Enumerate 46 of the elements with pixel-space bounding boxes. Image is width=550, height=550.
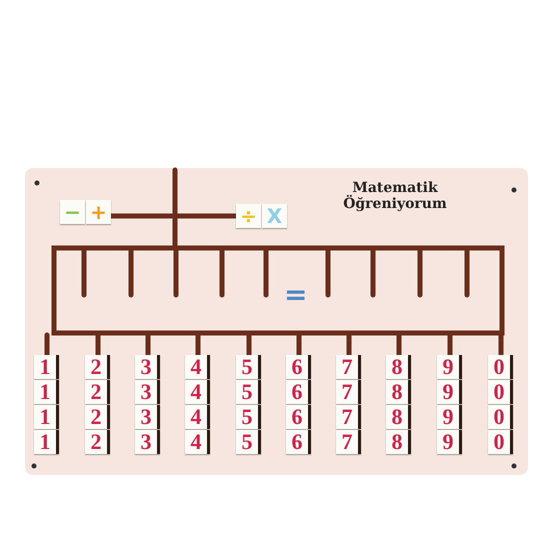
digit-tile: 5 — [236, 430, 261, 454]
digit-tile: 9 — [437, 355, 462, 379]
digit-tile: 9 — [437, 430, 462, 454]
digit-tile: 5 — [236, 355, 261, 379]
digit-tile: 3 — [135, 430, 160, 454]
digit-tile: 5 — [236, 405, 261, 429]
digit-tile: 1 — [34, 405, 59, 429]
digit-tile: 9 — [437, 405, 462, 429]
digit-tile: 1 — [34, 380, 59, 404]
digit-tile: 7 — [336, 355, 361, 379]
digit-tile: 1 — [34, 355, 59, 379]
operator-tile: ÷ — [236, 204, 261, 228]
digit-tile: 4 — [185, 380, 210, 404]
digit-tile: 0 — [488, 380, 513, 404]
digit-tile: 9 — [437, 380, 462, 404]
digit-tile: 6 — [286, 355, 311, 379]
digit-tile: 4 — [185, 405, 210, 429]
board-title: Matematik Öğreniyorum — [342, 180, 448, 212]
digit-tile: 2 — [85, 355, 110, 379]
digit-tile: 3 — [135, 380, 160, 404]
digit-tile: 4 — [185, 355, 210, 379]
operator-tile: X — [262, 204, 287, 228]
digit-tile: 7 — [336, 430, 361, 454]
digit-tile: 8 — [386, 355, 411, 379]
digit-tile: 2 — [85, 430, 110, 454]
digit-tile: 8 — [386, 430, 411, 454]
operator-tile: + — [86, 200, 111, 224]
digit-tile: 6 — [286, 430, 311, 454]
digit-tile: 1 — [34, 430, 59, 454]
digit-tile: 8 — [386, 380, 411, 404]
operator-tile: − — [60, 200, 85, 224]
digit-tile: 2 — [85, 380, 110, 404]
digit-tile: 3 — [135, 405, 160, 429]
digit-tile: 7 — [336, 405, 361, 429]
digit-tile: 3 — [135, 355, 160, 379]
digit-tile: 6 — [286, 380, 311, 404]
digit-tile: 8 — [386, 405, 411, 429]
equals-sign: = — [284, 281, 308, 309]
digit-tile: 2 — [85, 405, 110, 429]
digit-tile: 0 — [488, 405, 513, 429]
digit-tile: 7 — [336, 380, 361, 404]
digit-tile: 6 — [286, 405, 311, 429]
digit-tile: 5 — [236, 380, 261, 404]
digit-tile: 0 — [488, 430, 513, 454]
digit-tile: 4 — [185, 430, 210, 454]
digit-tile: 0 — [488, 355, 513, 379]
